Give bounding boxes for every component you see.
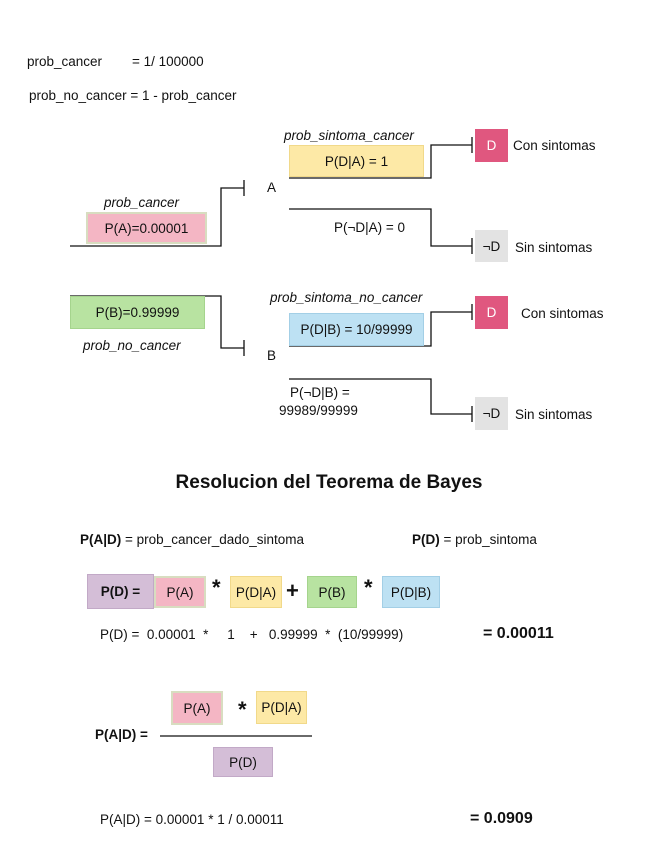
b-sym-line — [289, 311, 472, 347]
pd-plus: + — [286, 578, 299, 603]
def-prob-cancer-name: prob_cancer — [27, 54, 103, 69]
a-sym-label: prob_sintoma_cancer — [284, 128, 414, 143]
a-nosym-line — [289, 208, 472, 247]
frac-den-pd-box: P(D) — [213, 747, 273, 777]
pd-result: = 0.00011 — [483, 625, 554, 642]
b-nosym-leaf: ¬D — [475, 397, 508, 430]
node-a-label: A — [267, 180, 277, 195]
def-prob-cancer-value: = 1/ 100000 — [132, 54, 204, 69]
branch-a-box: P(A)=0.00001 — [86, 212, 207, 244]
b-nosym-line — [289, 378, 472, 415]
b-nosym-leaf-text: Sin sintomas — [515, 407, 593, 422]
b-sym-leaf-text: Con sintomas — [521, 306, 604, 321]
a-nosym-text: P(¬D|A) = 0 — [334, 220, 406, 235]
def-pd: P(D) = prob_sintoma — [412, 532, 537, 547]
pd-calc: P(D) = 0.00001 * 1 + 0.99999 * (10/99999… — [100, 627, 404, 642]
frac-num-star: * — [238, 697, 247, 722]
node-b-label: B — [267, 348, 277, 363]
pd-pda-box: P(D|A) — [230, 576, 282, 608]
b-sym-leaf: D — [475, 296, 508, 329]
pd-pdb-box: P(D|B) — [382, 576, 440, 608]
pad-result: = 0.0909 — [470, 810, 533, 827]
def-prob-no-cancer: prob_no_cancer = 1 - prob_cancer — [29, 88, 237, 103]
branch-a-line — [70, 187, 244, 247]
a-sym-leaf: D — [475, 129, 508, 162]
bayes-title: Resolucion del Teorema de Bayes — [175, 472, 483, 493]
pad-calc: P(A|D) = 0.00001 * 1 / 0.00011 — [100, 812, 284, 827]
a-sym-box: P(D|A) = 1 — [289, 145, 424, 177]
def-pad: P(A|D) = prob_cancer_dado_sintoma — [80, 532, 304, 547]
a-nosym-leaf-text: Sin sintomas — [515, 240, 593, 255]
branch-a-label: prob_cancer — [104, 195, 180, 210]
a-sym-line — [289, 144, 472, 179]
b-nosym-text-line1: P(¬D|B) = — [290, 385, 350, 400]
pd-pb-box: P(B) — [307, 576, 357, 608]
pd-star-1: * — [212, 575, 221, 600]
frac-num-pda-box: P(D|A) — [256, 691, 307, 724]
branch-b-box: P(B)=0.99999 — [70, 296, 205, 329]
def-pad-bold: P(A|D) — [80, 532, 122, 547]
pd-label-box: P(D) = — [87, 574, 154, 609]
frac-label: P(A|D) = — [95, 727, 148, 742]
a-sym-leaf-text: Con sintomas — [513, 138, 596, 153]
a-nosym-leaf: ¬D — [475, 230, 508, 262]
def-pd-rest: = prob_sintoma — [439, 532, 537, 547]
b-sym-label: prob_sintoma_no_cancer — [270, 290, 423, 305]
b-sym-box: P(D|B) = 10/99999 — [289, 313, 424, 346]
def-pad-rest: = prob_cancer_dado_sintoma — [121, 532, 305, 547]
frac-num-pa-box: P(A) — [171, 691, 223, 725]
branch-b-label: prob_no_cancer — [83, 338, 181, 353]
def-pd-bold: P(D) — [412, 532, 440, 547]
pd-star-2: * — [364, 575, 373, 600]
b-nosym-text-line2: 99989/99999 — [279, 403, 358, 418]
pd-pa-box: P(A) — [154, 576, 206, 608]
